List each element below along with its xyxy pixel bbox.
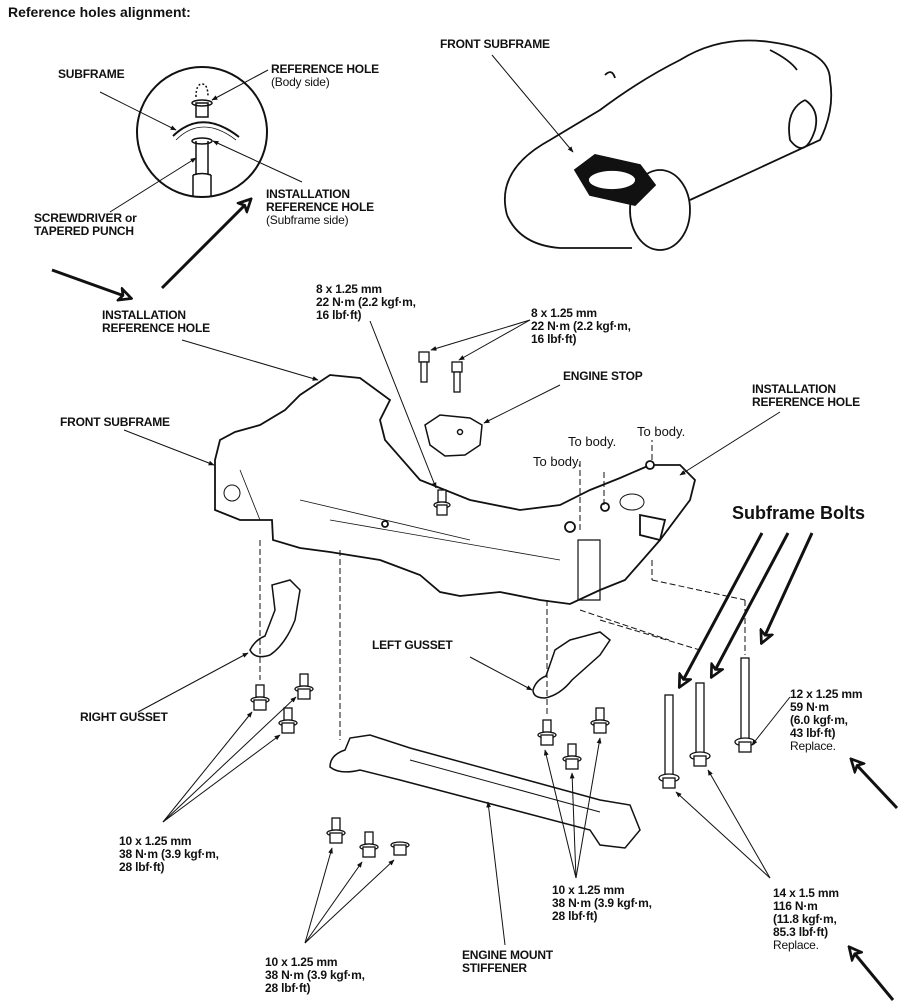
page-title: Reference holes alignment: (8, 4, 191, 20)
reference-hole-inset (99, 66, 303, 213)
spec-left-gusset-bolts: 10 x 1.25 mm 38 N·m (3.9 kgf·m, 28 lbf·f… (552, 883, 652, 923)
installation-reference-hole-right-label: INSTALLATION REFERENCE HOLE (752, 382, 860, 409)
car-outline (491, 39, 833, 251)
inset-reference-hole-label: REFERENCE HOLE (Body side) (271, 62, 379, 89)
car-front-subframe-label: FRONT SUBFRAME (440, 37, 550, 51)
engine-stop-label: ENGINE STOP (563, 369, 643, 383)
spec-stiffener-bolts: 10 x 1.25 mm 38 N·m (3.9 kgf·m, 28 lbf·f… (265, 955, 365, 995)
installation-reference-hole-left-label: INSTALLATION REFERENCE HOLE (102, 308, 210, 335)
engine-mount-stiffener-label: ENGINE MOUNT STIFFENER (462, 948, 553, 975)
spec-14mm-subframe-bolts: 14 x 1.5 mm 116 N·m (11.8 kgf·m, 85.3 lb… (773, 886, 839, 952)
spec-engine-stop-bolts-upper: 8 x 1.25 mm 22 N·m (2.2 kgf·m, 16 lbf·ft… (531, 306, 631, 346)
front-subframe (214, 374, 696, 605)
annotation-arrows (51, 200, 899, 1001)
to-body-label-1: To body. (637, 424, 686, 439)
spec-engine-stop-bolt-lower: 8 x 1.25 mm 22 N·m (2.2 kgf·m, 16 lbf·ft… (316, 282, 416, 322)
subframe-bolts-label: Subframe Bolts (732, 503, 866, 523)
left-gusset-label: LEFT GUSSET (372, 638, 453, 652)
leader-lines (123, 319, 791, 946)
to-body-label-2: To body. (568, 434, 617, 449)
inset-tool-label: SCREWDRIVER or TAPERED PUNCH (34, 211, 137, 238)
spec-12mm-subframe-bolt: 12 x 1.25 mm 59 N·m (6.0 kgf·m, 43 lbf·f… (790, 687, 863, 753)
engine-stop (424, 414, 483, 457)
bolts (250, 351, 756, 858)
inset-subframe-label: SUBFRAME (58, 67, 125, 81)
inset-installation-hole-label: INSTALLATION REFERENCE HOLE (Subframe si… (266, 187, 374, 227)
gussets-stiffener (249, 579, 641, 849)
spec-right-gusset-bolts: 10 x 1.25 mm 38 N·m (3.9 kgf·m, 28 lbf·f… (119, 834, 219, 874)
front-subframe-label: FRONT SUBFRAME (60, 415, 170, 429)
to-body-label-3: To body. (533, 454, 582, 469)
right-gusset-label: RIGHT GUSSET (80, 710, 168, 724)
